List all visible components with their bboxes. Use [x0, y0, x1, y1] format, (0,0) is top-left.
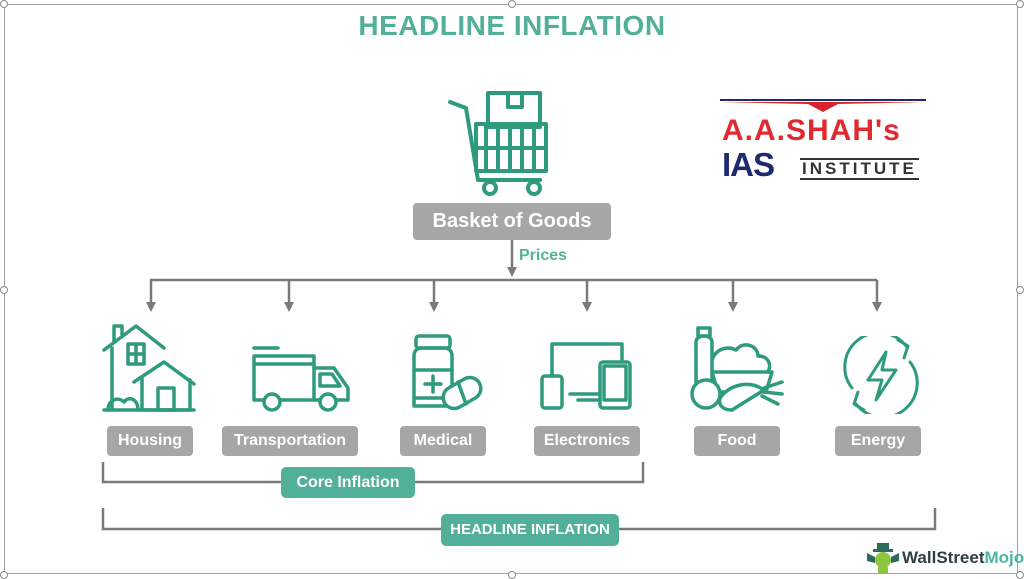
wallstreetmojo-watermark: WallStreetMojo: [866, 543, 1024, 573]
logo-banner: [720, 99, 926, 112]
truck-icon: [252, 346, 350, 412]
category-housing: Housing: [107, 426, 193, 456]
watermark-text-mojo: Mojo: [984, 548, 1024, 567]
category-electronics: Electronics: [534, 426, 640, 456]
logo-name: A.A.SHAH's: [722, 114, 901, 147]
aa-shah-ias-logo: A.A.SHAH's IAS INSTITUTE: [718, 96, 928, 186]
category-transportation: Transportation: [222, 426, 358, 456]
basket-of-goods-label: Basket of Goods: [413, 203, 611, 240]
diagram-title: HEADLINE INFLATION: [358, 10, 666, 41]
logo-institute: INSTITUTE: [800, 158, 919, 180]
resize-handle-top-left[interactable]: [0, 0, 8, 8]
resize-handle-top[interactable]: [508, 0, 516, 8]
headline-inflation-label: HEADLINE INFLATION: [441, 514, 619, 546]
category-energy: Energy: [835, 426, 921, 456]
logo-ias: IAS: [722, 146, 775, 183]
resize-handle-left[interactable]: [0, 286, 8, 294]
groceries-icon: [690, 326, 784, 412]
watermark-text-wallstreet: WallStreet: [902, 548, 985, 567]
core-inflation-label: Core Inflation: [281, 467, 415, 498]
devices-icon: [540, 342, 632, 410]
house-icon: [102, 324, 196, 412]
category-food: Food: [694, 426, 780, 456]
energy-icon: [843, 336, 919, 414]
shopping-cart-icon: [448, 91, 548, 196]
prices-label: Prices: [519, 247, 568, 264]
medicine-bottle-icon: [412, 334, 483, 411]
mojo-mascot-icon: [867, 543, 899, 573]
category-medical: Medical: [400, 426, 486, 456]
